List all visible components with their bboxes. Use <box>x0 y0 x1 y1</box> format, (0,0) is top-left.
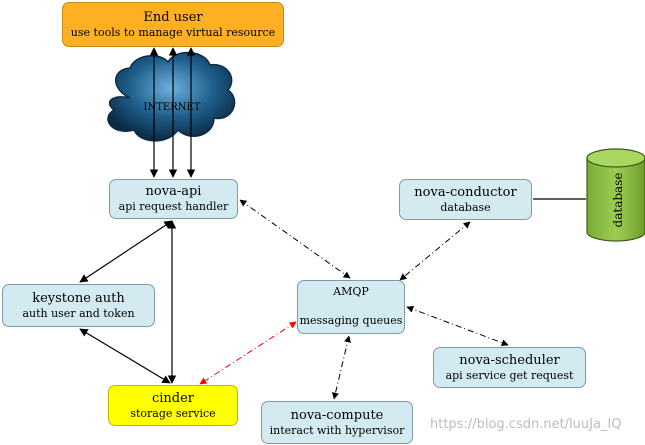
database-cylinder-icon <box>586 148 645 242</box>
keystone-auth-box: keystone auth auth user and token <box>2 284 155 327</box>
link-conductor-amqp <box>399 221 471 281</box>
end-user-box: End user use tools to manage virtual res… <box>62 2 284 47</box>
internet-label: INTERNET <box>144 102 201 113</box>
database-label: database <box>611 173 625 228</box>
nova-conductor-subtitle: database <box>440 200 491 214</box>
internet-cloud-icon <box>107 51 236 142</box>
nova-compute-subtitle: interact with hypervisor <box>269 423 405 437</box>
nova-api-title: nova-api <box>145 184 202 199</box>
link-api-keystone <box>79 220 173 283</box>
end-user-subtitle: use tools to manage virtual resource <box>70 25 276 39</box>
cinder-subtitle: storage service <box>130 406 216 420</box>
nova-scheduler-subtitle: api service get request <box>445 368 574 382</box>
link-amqp-compute <box>332 335 351 400</box>
nova-api-subtitle: api request handler <box>118 200 229 213</box>
nova-compute-box: nova-compute interact with hypervisor <box>261 401 413 444</box>
link-amqp-cinder <box>199 321 297 385</box>
link-api-amqp <box>239 199 351 279</box>
end-user-to-api-links <box>149 47 196 178</box>
nova-conductor-title: nova-conductor <box>414 184 517 200</box>
nova-scheduler-title: nova-scheduler <box>459 352 560 368</box>
nova-scheduler-box: nova-scheduler api service get request <box>433 347 586 388</box>
nova-conductor-box: nova-conductor database <box>399 179 532 220</box>
keystone-title: keystone auth <box>32 290 125 306</box>
rpc-links <box>239 199 509 400</box>
end-user-title: End user <box>143 9 203 25</box>
nova-api-box: nova-api api request handler <box>109 179 238 219</box>
keystone-subtitle: auth user and token <box>22 306 135 320</box>
watermark-text: https://blog.csdn.net/luuJa_IQ <box>430 417 622 432</box>
link-amqp-scheduler <box>406 305 509 347</box>
cinder-box: cinder storage service <box>108 385 238 426</box>
amqp-subtitle: messaging queues <box>299 314 403 327</box>
nova-compute-title: nova-compute <box>290 407 384 423</box>
amqp-title: AMQP <box>333 285 369 298</box>
solid-links <box>79 198 586 384</box>
cinder-title: cinder <box>151 390 195 406</box>
link-keystone-cinder <box>79 328 171 384</box>
amqp-box: AMQP messaging queues <box>297 280 405 334</box>
